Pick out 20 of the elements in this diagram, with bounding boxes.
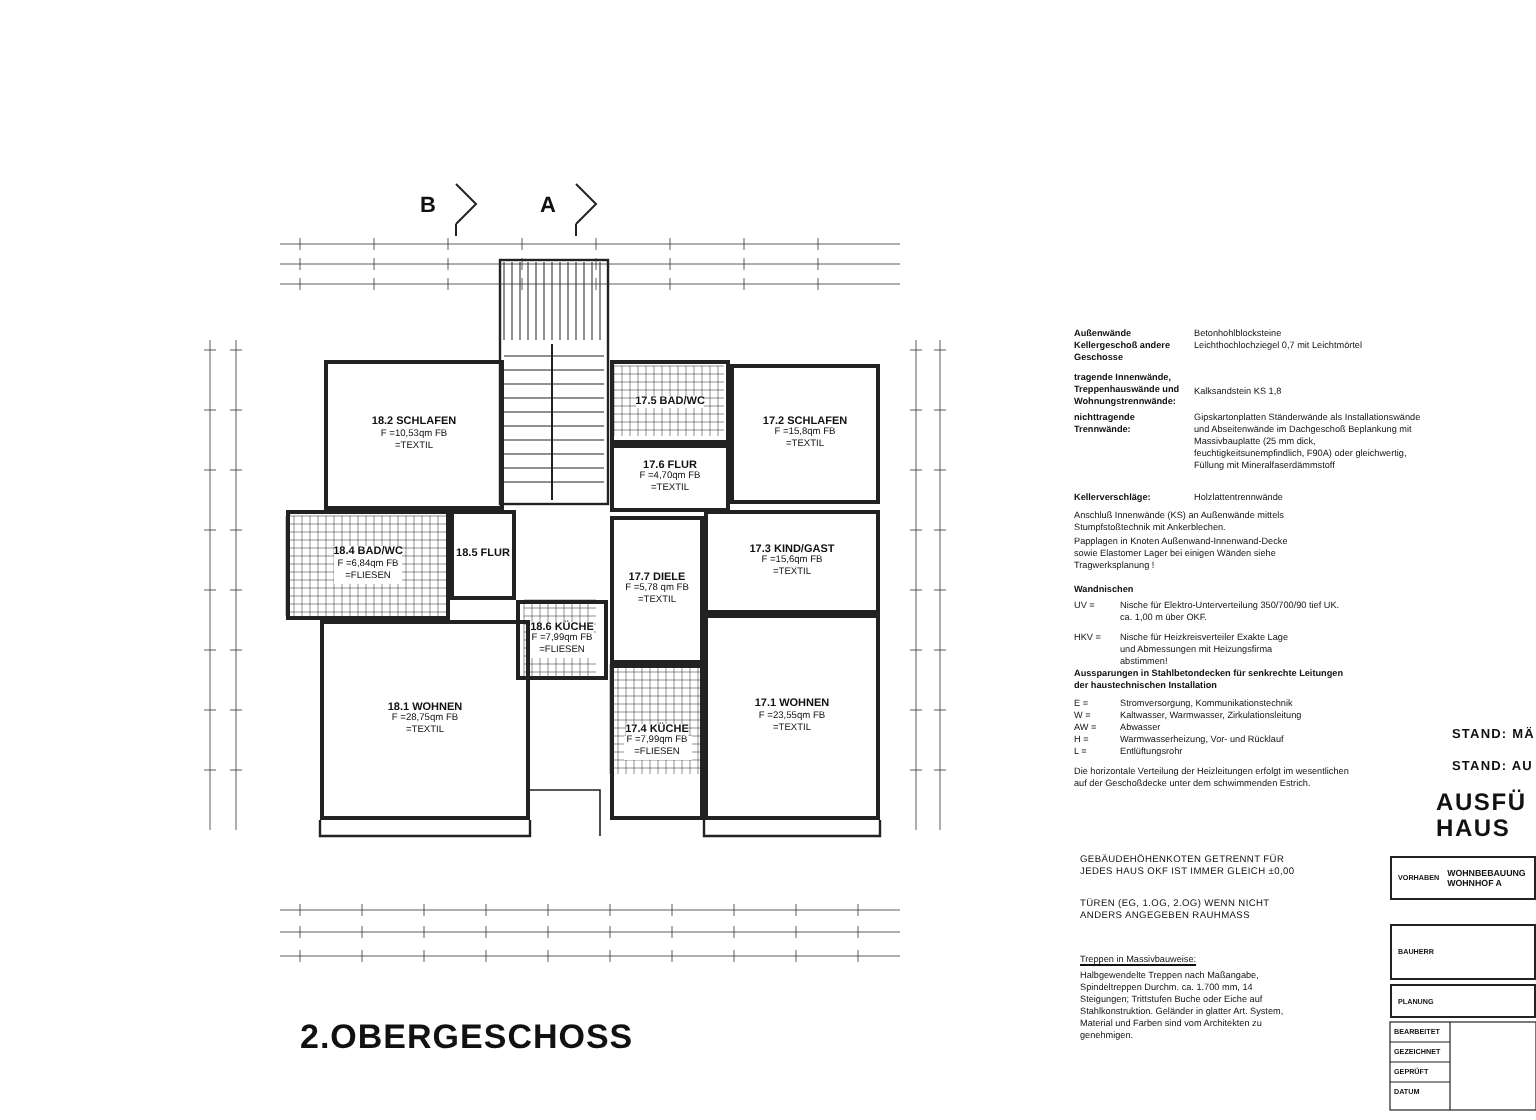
plan-title: HAUS xyxy=(1436,816,1511,840)
room-outline xyxy=(610,664,704,820)
title-block-field xyxy=(1390,856,1536,900)
plan-title: AUSFÜ xyxy=(1436,790,1527,814)
room-outline xyxy=(450,510,516,600)
room-outline xyxy=(286,510,450,620)
drawing-title: 2.OBERGESCHOSS xyxy=(300,1016,634,1060)
room-outline xyxy=(324,360,504,510)
room-outline xyxy=(610,360,730,444)
room-outline xyxy=(704,614,880,820)
room-outline xyxy=(610,516,704,664)
section-letter: B xyxy=(420,192,436,221)
room-outline xyxy=(320,620,530,820)
room-outline xyxy=(730,364,880,504)
title-block-field xyxy=(1390,924,1536,980)
room-outline xyxy=(610,444,730,512)
room-outline xyxy=(704,510,880,614)
room-outline xyxy=(516,600,608,680)
title-block-field xyxy=(1390,984,1536,1018)
section-letter: A xyxy=(540,192,556,221)
